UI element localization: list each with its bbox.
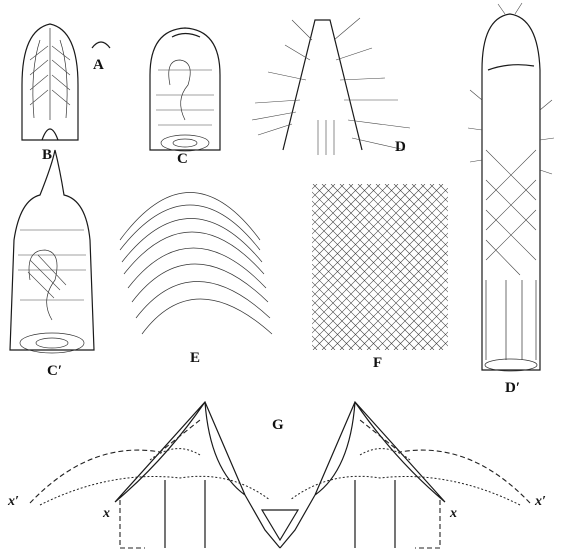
figure-e-chevrons (120, 193, 272, 335)
figure-d-prime-stalk (468, 3, 554, 371)
label-e: E (190, 351, 200, 366)
label-x-right-outer: x′ (535, 495, 546, 509)
figure-c-prime-bud (10, 150, 94, 353)
figure-d-tuft (252, 18, 410, 155)
label-c-prime: C′ (47, 364, 62, 379)
label-d-prime: D′ (505, 381, 520, 396)
label-a: A (93, 58, 104, 73)
figure-f-crosshatch (0, 184, 562, 350)
figure-c-bud (150, 28, 220, 151)
figure-a-arc (92, 42, 110, 48)
label-x-left-outer: x′ (8, 495, 19, 509)
label-f: F (373, 356, 382, 371)
label-x-left-inner: x (103, 507, 110, 521)
label-b: B (42, 148, 52, 163)
label-d: D (395, 140, 406, 155)
label-c: C (177, 152, 188, 167)
label-x-right-inner: x (450, 507, 457, 521)
label-g: G (272, 418, 284, 433)
figure-b-bud (22, 24, 78, 140)
